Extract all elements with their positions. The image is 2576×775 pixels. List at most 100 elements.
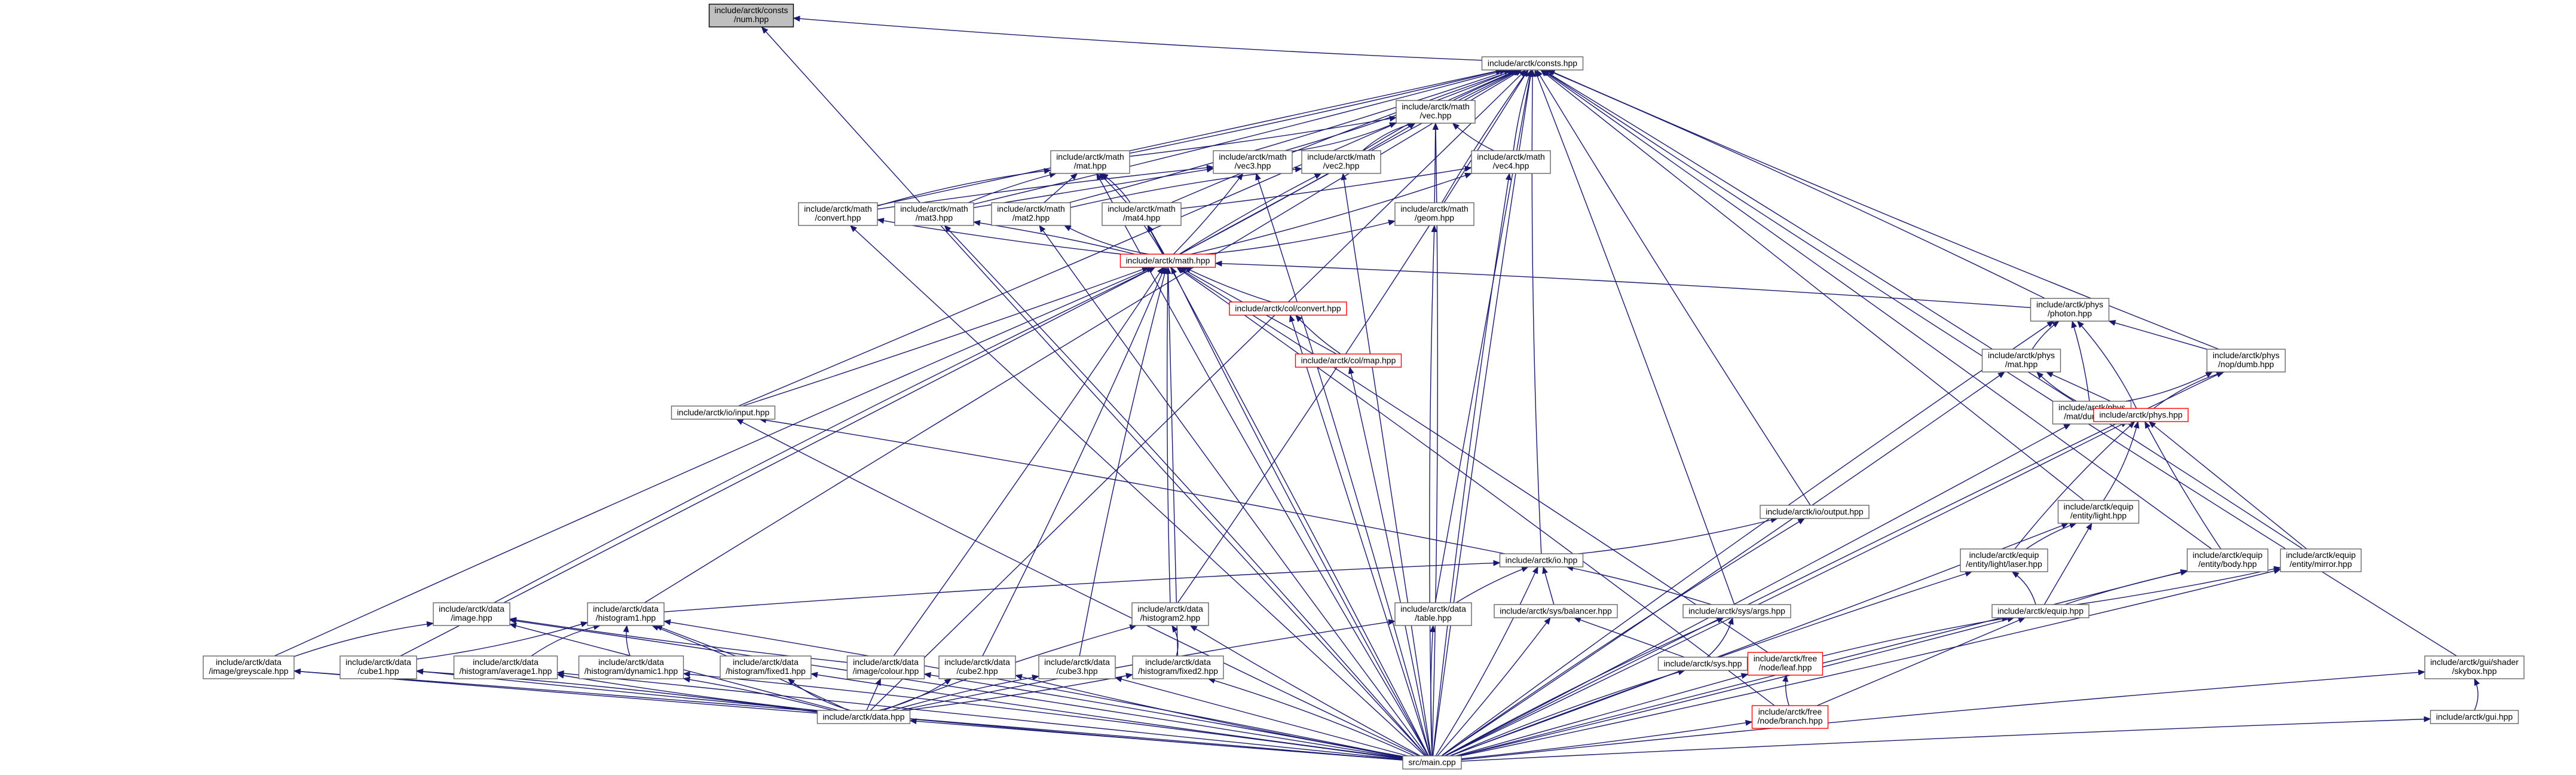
edge-photon-to-math: [1214, 260, 2031, 309]
edge-line: [1455, 566, 1529, 603]
edge-mat3-to-vec3: [973, 166, 1214, 208]
edge-line: [1445, 421, 2128, 756]
edge-math-to-geom: [1205, 219, 1396, 255]
node-greyscale[interactable]: include/arctk/data/image/greyscale.hpp: [203, 655, 295, 679]
node-entmirror[interactable]: include/arctk/equip/entity/mirror.hpp: [2280, 548, 2362, 572]
edge-entmirror-to-phys: [2148, 421, 2307, 550]
node-phys[interactable]: include/arctk/phys.hpp: [2093, 408, 2189, 422]
node-label-line: /vec3.hpp: [1235, 161, 1271, 170]
node-box: [339, 655, 417, 679]
node-histogram1[interactable]: include/arctk/data/histogram1.hpp: [587, 602, 665, 626]
node-label-line: include/arctk/data: [593, 604, 659, 614]
node-equip[interactable]: include/arctk/equip.hpp: [1991, 604, 2089, 618]
node-photon[interactable]: include/arctk/phys/photon.hpp: [2030, 298, 2110, 322]
edge-line: [1461, 568, 2281, 756]
node-vec2[interactable]: include/arctk/math/vec2.hpp: [1301, 150, 1381, 174]
node-fixed1[interactable]: include/arctk/data/histogram/fixed1.hpp: [720, 655, 812, 679]
edge-main-to-cube3: [1115, 676, 1408, 756]
node-mat[interactable]: include/arctk/math/mat.hpp: [1050, 150, 1130, 174]
node-mat2[interactable]: include/arctk/math/mat2.hpp: [991, 202, 1071, 226]
node-box: [1213, 150, 1293, 174]
edge-line: [1441, 371, 2005, 756]
node-fixed2[interactable]: include/arctk/data/histogram/fixed2.hpp: [1132, 655, 1224, 679]
edge-cube1-to-math: [400, 267, 1156, 657]
node-main[interactable]: src/main.cpp: [1402, 755, 1462, 770]
node-cube2[interactable]: include/arctk/data/cube2.hpp: [938, 655, 1016, 679]
node-gui[interactable]: include/arctk/gui.hpp: [2430, 710, 2519, 724]
edge-line: [1173, 173, 1244, 255]
node-consts[interactable]: include/arctk/consts.hpp: [1481, 56, 1584, 71]
edge-ioinput-to-math: [742, 267, 1149, 407]
node-mat3[interactable]: include/arctk/math/mat3.hpp: [894, 202, 974, 226]
node-image[interactable]: include/arctk/data/image.hpp: [433, 602, 510, 626]
edge-line: [1444, 423, 2071, 756]
node-box: [453, 655, 558, 679]
edge-image-to-math: [494, 267, 1156, 603]
node-cube1[interactable]: include/arctk/data/cube1.hpp: [339, 655, 417, 679]
node-box: [1760, 505, 1870, 519]
node-io[interactable]: include/arctk/io.hpp: [1499, 553, 1584, 567]
node-math[interactable]: include/arctk/math.hpp: [1119, 254, 1216, 268]
node-label-line: include/arctk/equip: [2064, 502, 2134, 511]
node-dynamic1[interactable]: include/arctk/data/histogram/dynamic1.hp…: [578, 655, 684, 679]
node-label-line: include/arctk/gui.hpp: [2436, 712, 2513, 722]
node-skybox[interactable]: include/arctk/gui/shader/skybox.hpp: [2424, 655, 2525, 679]
node-label-line: include/arctk/math.hpp: [1126, 256, 1210, 266]
node-sys[interactable]: include/arctk/sys.hpp: [1657, 657, 1748, 671]
node-iooutput[interactable]: include/arctk/io/output.hpp: [1760, 505, 1870, 519]
edge-convert-to-consts: [877, 68, 1503, 206]
node-branch[interactable]: include/arctk/free/node/branch.hpp: [1751, 705, 1829, 729]
node-mat4[interactable]: include/arctk/math/mat4.hpp: [1102, 202, 1182, 226]
node-colour[interactable]: include/arctk/data/image/colour.hpp: [846, 655, 925, 679]
edge-geom-to-consts: [1441, 69, 1529, 203]
node-entbody[interactable]: include/arctk/equip/entity/body.hpp: [2186, 548, 2269, 572]
node-cube3[interactable]: include/arctk/data/cube3.hpp: [1038, 655, 1116, 679]
node-balancer[interactable]: include/arctk/sys/balancer.hpp: [1494, 604, 1618, 618]
edge-math-to-vec4: [1191, 172, 1472, 255]
edge-main-to-table: [1430, 625, 1436, 756]
node-ioinput[interactable]: include/arctk/io/input.hpp: [671, 405, 776, 420]
node-vec3[interactable]: include/arctk/math/vec3.hpp: [1213, 150, 1293, 174]
node-label-line: /histogram2.hpp: [1140, 613, 1201, 623]
edge-main-to-sys: [1449, 669, 1685, 756]
edge-line: [1429, 225, 1437, 756]
node-lightlaser[interactable]: include/arctk/equip/entity/light/laser.h…: [1960, 548, 2048, 572]
edge-line: [793, 16, 1482, 61]
node-nopdumb[interactable]: include/arctk/phys/nop/dumb.hpp: [2206, 349, 2286, 373]
node-vec[interactable]: include/arctk/math/vec.hpp: [1396, 100, 1476, 124]
node-physmat[interactable]: include/arctk/phys/mat.hpp: [1981, 349, 2061, 373]
node-geom[interactable]: include/arctk/math/geom.hpp: [1394, 202, 1474, 226]
edge-equip-to-entlight: [2043, 523, 2092, 605]
node-box: [1481, 56, 1584, 71]
node-histogram2[interactable]: include/arctk/data/histogram2.hpp: [1131, 602, 1209, 626]
node-vec4[interactable]: include/arctk/math/vec4.hpp: [1471, 150, 1551, 174]
node-colconvert[interactable]: include/arctk/col/convert.hpp: [1229, 301, 1347, 316]
node-label-line: include/arctk/consts.hpp: [1488, 59, 1577, 68]
node-entlight[interactable]: include/arctk/equip/entity/light.hpp: [2057, 500, 2140, 524]
edge-line: [1546, 69, 2045, 299]
node-label-line: include/arctk/math: [1056, 152, 1124, 161]
node-table[interactable]: include/arctk/data/table.hpp: [1394, 602, 1472, 626]
edge-fixed2-to-histogram2: [1171, 625, 1179, 657]
node-num[interactable]: include/arctk/consts/num.hpp: [708, 4, 794, 28]
node-sysargs[interactable]: include/arctk/sys/args.hpp: [1682, 604, 1791, 618]
edge-sys-to-balancer: [1573, 617, 1685, 658]
node-label-line: include/arctk/free: [1754, 654, 1818, 663]
edge-line: [1191, 172, 1472, 255]
edge-line: [1179, 173, 1322, 255]
node-data[interactable]: include/arctk/data.hpp: [816, 710, 911, 724]
edge-line: [1529, 69, 1542, 554]
node-colmap[interactable]: include/arctk/col/map.hpp: [1295, 353, 1402, 368]
edge-entbody-to-consts: [1541, 69, 2212, 550]
edge-main-to-leaf: [1455, 673, 1749, 756]
node-convert[interactable]: include/arctk/math/convert.hpp: [798, 202, 878, 226]
node-box: [1657, 657, 1748, 671]
node-leaf[interactable]: include/arctk/free/node/leaf.hpp: [1747, 652, 1824, 676]
edge-line: [531, 624, 601, 657]
edge-line: [1207, 678, 1415, 756]
edge-data-to-cube2: [879, 678, 952, 711]
edge-line: [1015, 674, 1403, 757]
edge-matdumb-to-nopdumb: [2125, 371, 2213, 402]
edge-line: [1542, 69, 2303, 550]
node-average1[interactable]: include/arctk/data/histogram/average1.hp…: [453, 655, 558, 679]
